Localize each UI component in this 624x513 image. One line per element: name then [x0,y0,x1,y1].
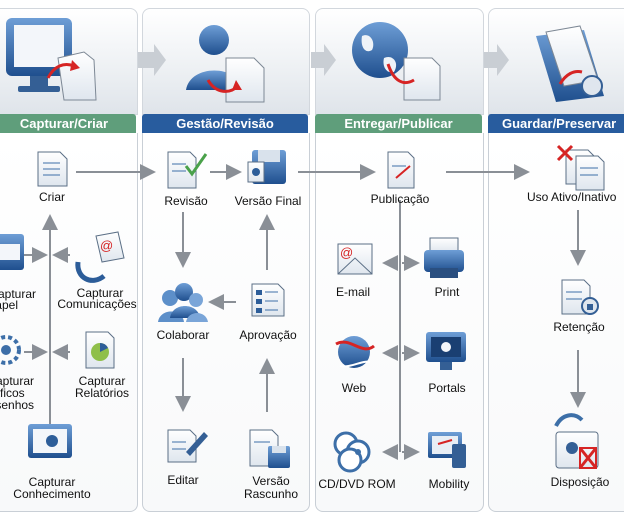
node-capturar-conhecimento-label-line1: Capturar [28,475,76,489]
edit-pen-document-icon [167,429,208,463]
scanner-icon [0,234,24,270]
node-capturar-relatorios-label-line2: Relatórios [74,386,130,400]
node-capturar-papel-label-line2: Papel [0,298,18,312]
flow-chevron-icon [311,44,336,76]
publication-document-icon [387,151,415,189]
draft-floppy-document-icon [249,429,290,468]
cd-dvd-icon [333,431,371,473]
node-email-label: E-mail [335,285,370,299]
portal-monitor-icon [426,332,466,370]
phase-bar-preserve: Guardar/Preservar [488,114,624,133]
pie-chart-report-icon [85,331,115,369]
node-capturar-relatorios-label-line1: Capturar [78,374,126,388]
node-criar-label: Criar [39,190,65,204]
web-globe-icon [335,336,375,368]
gear-icon [0,335,21,365]
phase-bar-deliver: Entregar/Publicar [315,114,482,133]
node-print-label: Print [434,285,460,299]
globe-document-icon [352,22,441,101]
node-capturar-comunicacoes-label-line2: Comunicações [57,297,137,311]
node-disposicao-label: Disposição [550,475,610,489]
knowledge-monitor-icon [28,424,72,458]
node-retencao-label: Retenção [553,320,605,334]
phase-bar-manage: Gestão/Revisão [142,114,308,133]
node-capturar-graficos-label-line3: Desenhos [0,398,35,412]
node-uso-label: Uso Ativo/Inativo [527,190,617,204]
svg-text:@: @ [340,245,353,260]
disposal-icon [554,413,599,469]
review-check-document-icon [167,151,208,189]
node-capturar-graficos-label-line1: Capturar [0,374,34,388]
node-aprovacao-label: Aprovação [239,328,297,342]
flow-chevron-icon [138,44,166,76]
node-revisao-label: Revisão [164,194,208,208]
node-cddvd-label: CD/DVD ROM [318,477,396,491]
printer-icon [424,237,464,278]
node-publicacao-label: Publicação [370,192,430,206]
flow-connectors [24,164,586,460]
node-mobility-label: Mobility [428,477,470,491]
node-web-label: Web [341,381,367,395]
active-inactive-documents-icon [556,144,605,191]
document-icon [37,151,68,187]
floppy-lock-icon [247,150,286,184]
node-colaborar-label: Colaborar [156,328,210,342]
person-document-icon [186,25,265,103]
monitor-document-icon [6,18,97,101]
collaborate-people-icon [158,283,208,322]
node-capturar-conhecimento-label-line2: Conhecimento [13,487,91,501]
mobile-devices-icon [428,432,466,468]
node-capturar-graficos-label-line2: Gráficos [0,386,25,400]
node-portals-label: Portals [428,381,466,395]
flow-chevron-icon [484,44,509,76]
node-versao-rascunho-label-line1: Versão [252,474,290,488]
node-capturar-papel-label-line1: Capturar [0,287,36,301]
node-capturar-comunicacoes-label-line1: Capturar [76,286,124,300]
email-icon: @ [337,243,373,275]
node-versao-rascunho-label-line2: Rascunho [243,487,299,501]
checklist-icon [251,283,285,317]
email-envelope-icon: @ [75,231,125,283]
folder-documents-icon [536,25,604,102]
node-versao-final-label: Versão Final [234,194,302,208]
retention-lock-document-icon [561,279,599,315]
phase-bar-capture: Capturar/Criar [0,114,136,133]
node-editar-label: Editar [167,473,199,487]
svg-text:@: @ [100,238,113,253]
